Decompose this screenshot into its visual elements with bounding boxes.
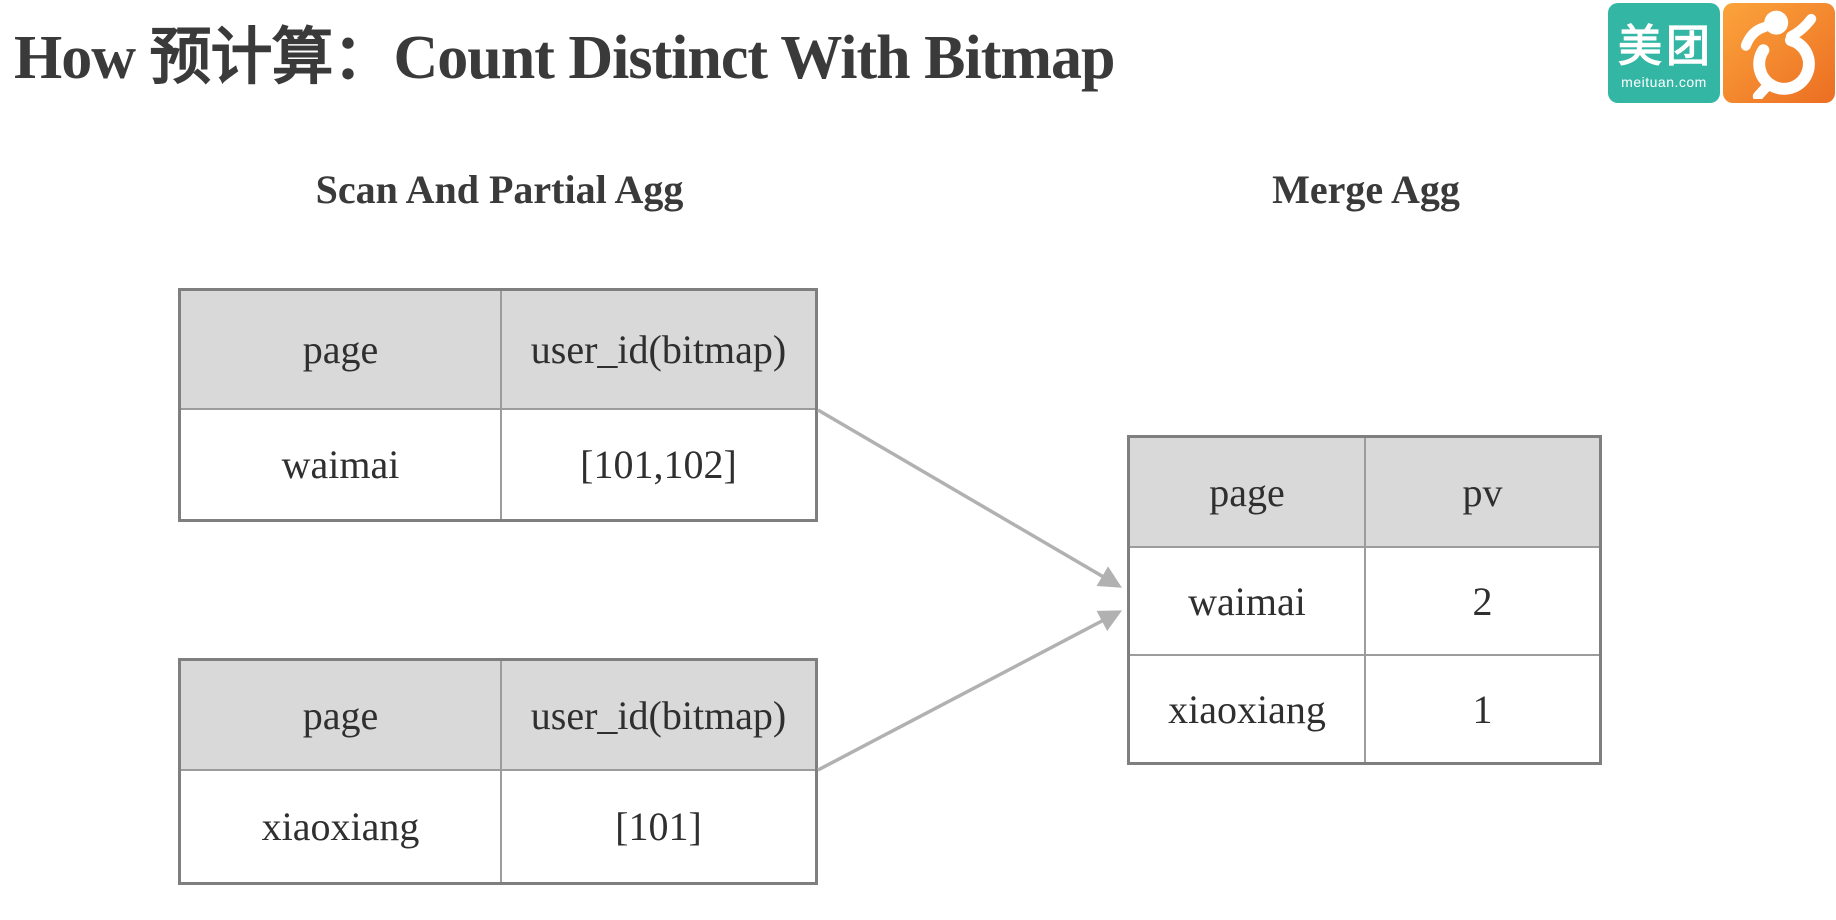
meituan-dianping-logo: 美团 meituan.com xyxy=(1608,3,1835,103)
scan-table-1: page user_id(bitmap) waimai [101,102] xyxy=(178,288,818,522)
table-cell-bitmap-value: [101] xyxy=(500,769,815,882)
table-cell-page-value: waimai xyxy=(181,408,500,519)
merge-table: page pv waimai 2 xiaoxiang 1 xyxy=(1127,435,1602,765)
table-cell-page-value: xiaoxiang xyxy=(181,769,500,882)
column-header-user-id-bitmap: user_id(bitmap) xyxy=(500,661,815,769)
column-header-page: page xyxy=(1130,438,1364,546)
meituan-domain: meituan.com xyxy=(1621,73,1707,90)
table-cell-bitmap-value: [101,102] xyxy=(500,408,815,519)
meituan-logo-tile: 美团 meituan.com xyxy=(1608,3,1720,103)
arrow-scan1-to-merge-icon xyxy=(817,408,1122,588)
table-cell-page-value: waimai xyxy=(1130,546,1364,654)
table-cell-pv-value: 1 xyxy=(1364,654,1599,762)
dianping-logo-tile xyxy=(1723,3,1835,103)
meituan-wordmark: 美团 xyxy=(1618,21,1714,71)
dianping-dancing-man-icon xyxy=(1740,10,1817,99)
column-header-page: page xyxy=(181,661,500,769)
heading-scan-partial-agg: Scan And Partial Agg xyxy=(315,167,684,212)
table-cell-page-value: xiaoxiang xyxy=(1130,654,1364,762)
slide-title: How 预计算：Count Distinct With Bitmap xyxy=(14,24,1115,92)
column-header-page: page xyxy=(181,291,500,408)
column-header-user-id-bitmap: user_id(bitmap) xyxy=(500,291,815,408)
heading-merge-agg: Merge Agg xyxy=(1272,167,1460,212)
scan-table-2: page user_id(bitmap) xiaoxiang [101] xyxy=(178,658,818,885)
arrow-scan2-to-merge-icon xyxy=(817,610,1123,772)
table-cell-pv-value: 2 xyxy=(1364,546,1599,654)
column-header-pv: pv xyxy=(1364,438,1599,546)
